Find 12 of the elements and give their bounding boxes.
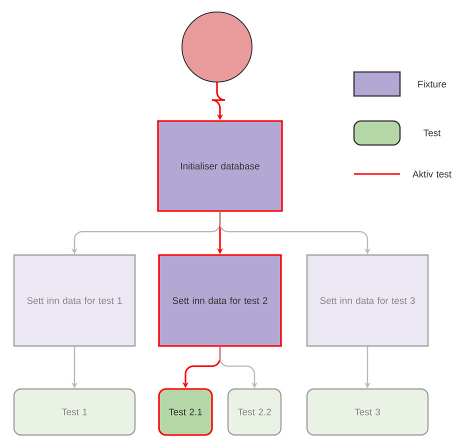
test-box: Test 2.1 xyxy=(158,388,213,436)
start-circle xyxy=(182,12,252,82)
fixture-box: Sett inn data for test 1 xyxy=(13,254,136,347)
legend-label: Aktiv test xyxy=(412,170,452,178)
test-box: Test 2.2 xyxy=(227,388,282,436)
test-box: Test 1 xyxy=(13,388,136,436)
legend-label: Test xyxy=(424,130,441,136)
fixture-box: Sett inn data for test 3 xyxy=(306,254,429,347)
fixture-box: Sett inn data for test 2 xyxy=(158,254,282,347)
legend-label: Fixture xyxy=(418,80,446,88)
fixture-box: Initialiser database xyxy=(157,120,283,212)
test-box: Test 3 xyxy=(306,388,429,436)
